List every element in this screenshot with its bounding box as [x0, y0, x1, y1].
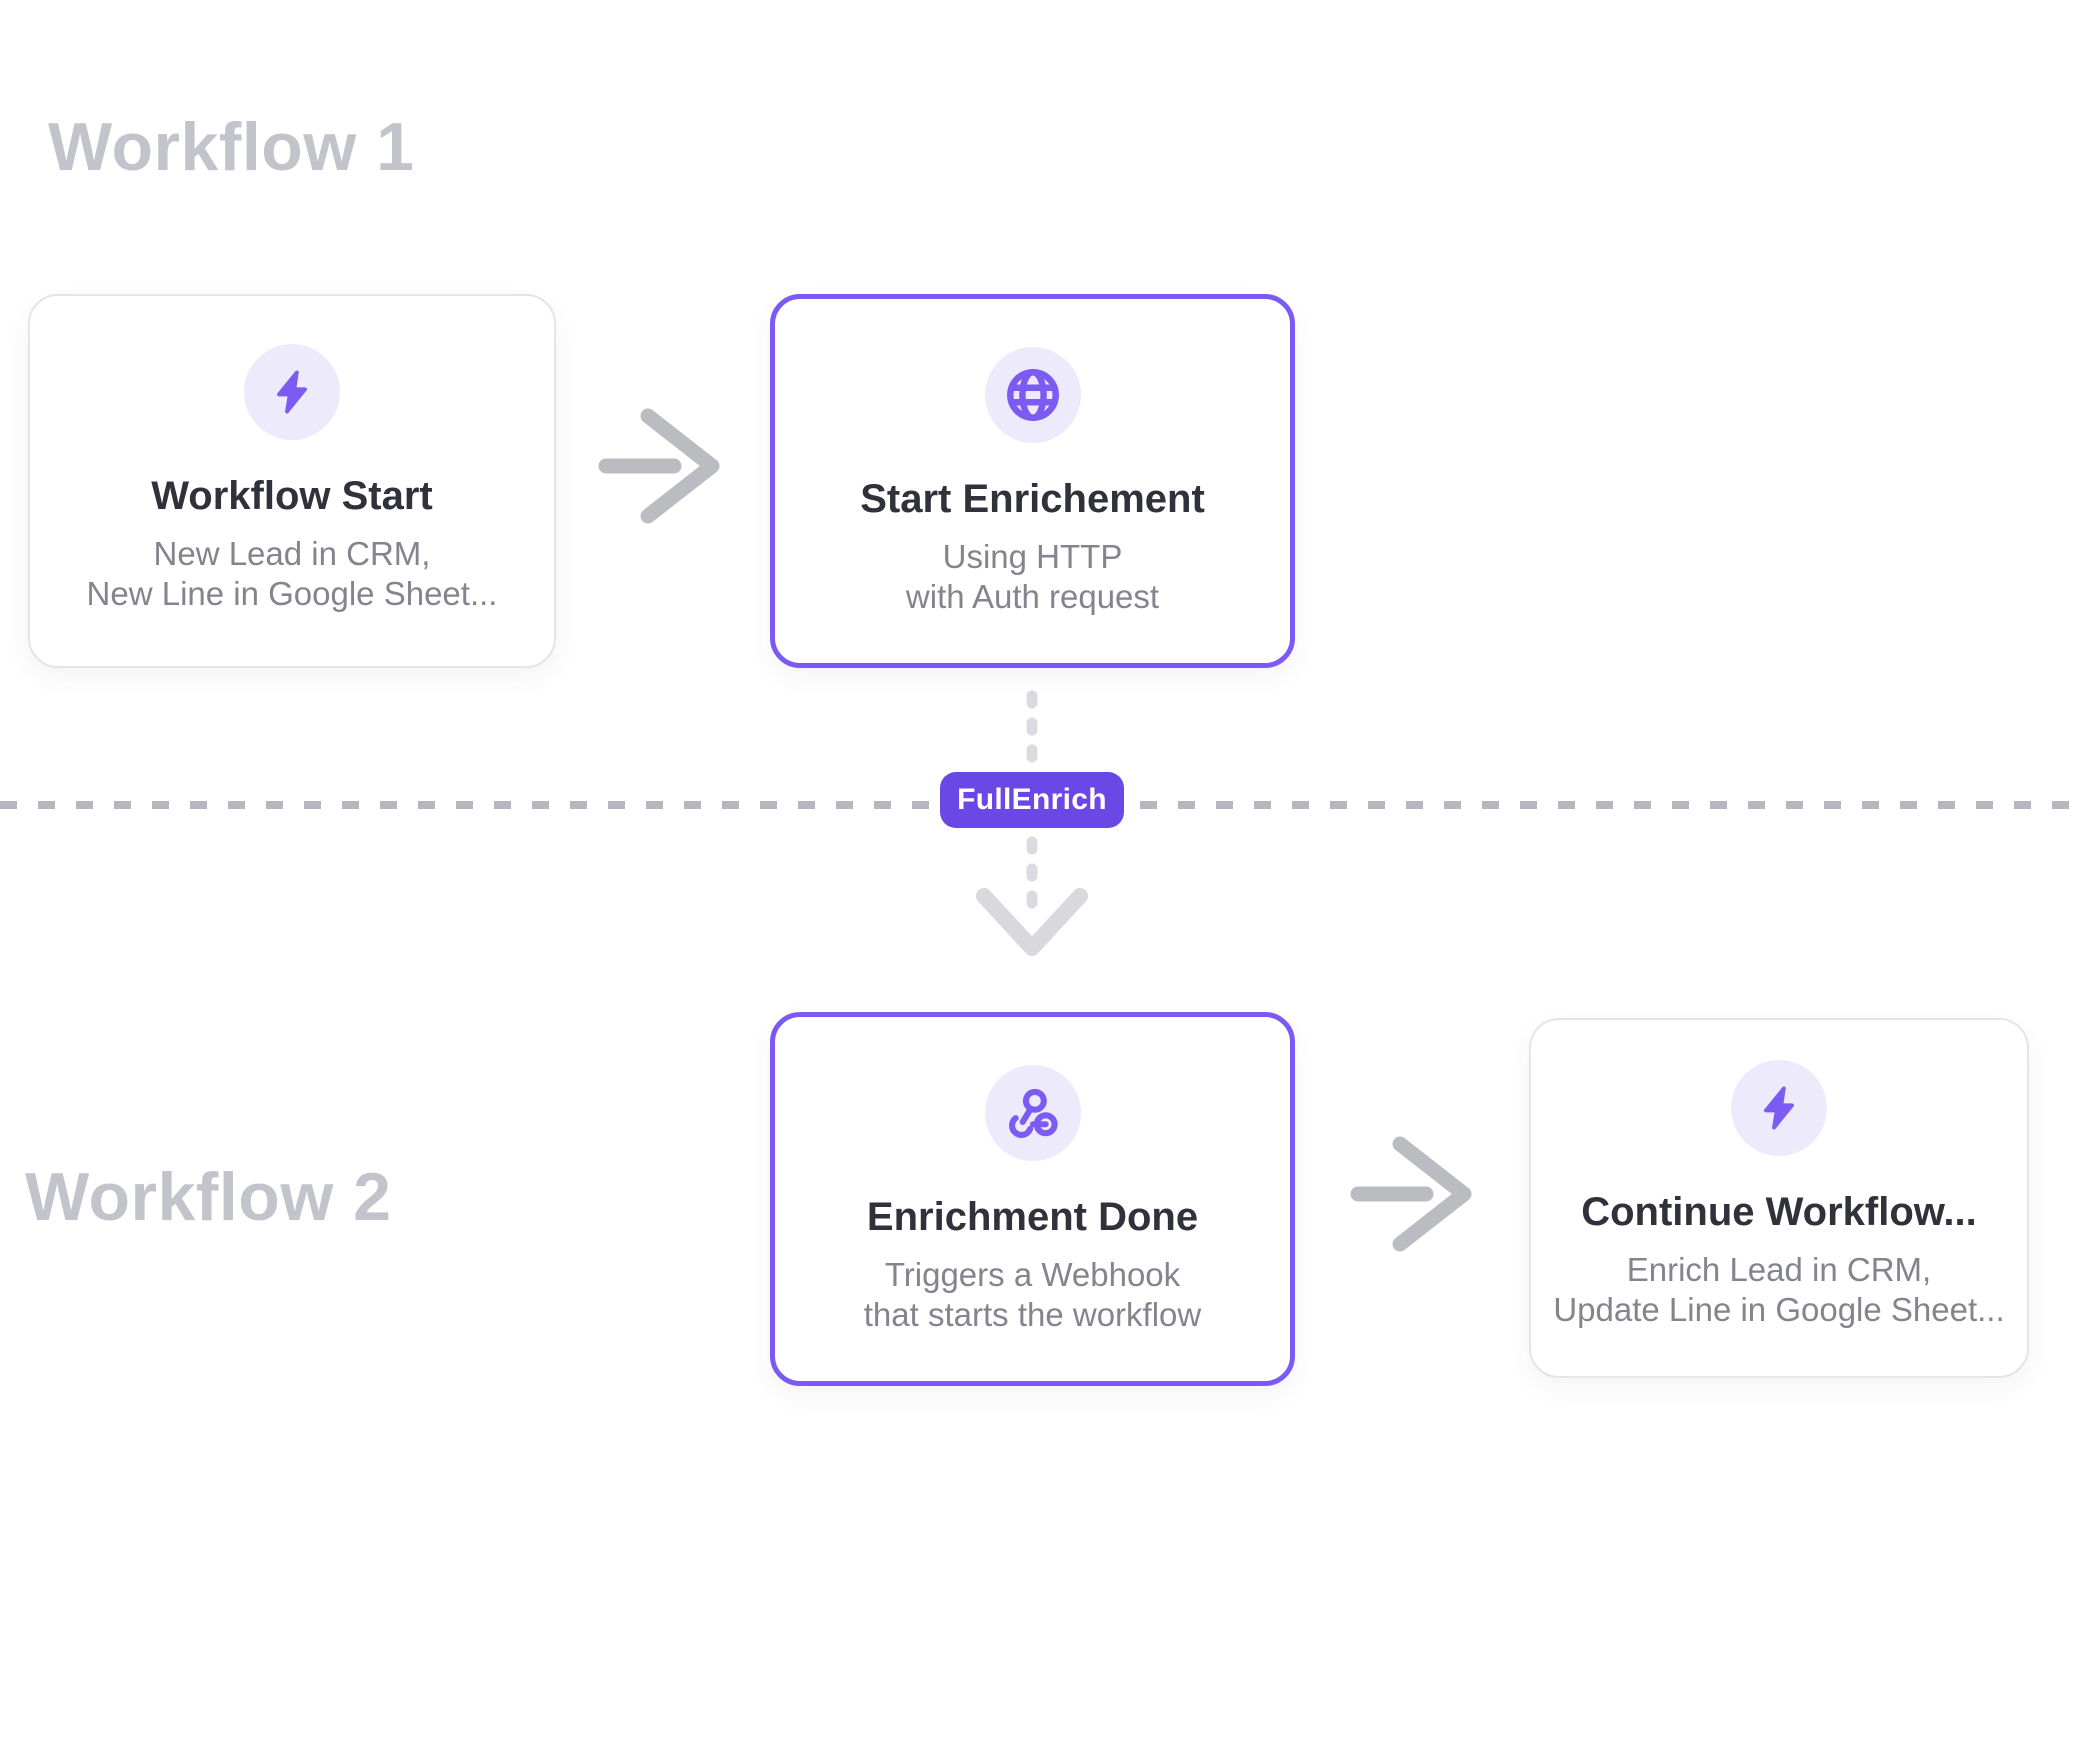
- workflow-1-label: Workflow 1: [48, 109, 415, 185]
- card-start-enrichement: Start Enrichement Using HTTP with Auth r…: [770, 294, 1295, 668]
- subtitle-line: that starts the workflow: [863, 1296, 1202, 1333]
- card-continue-workflow: Continue Workflow... Enrich Lead in CRM,…: [1529, 1018, 2029, 1378]
- card-subtitle: Using HTTP with Auth request: [906, 537, 1159, 617]
- arrow-down-icon: [976, 888, 1088, 956]
- globe-icon: [984, 347, 1081, 443]
- subtitle-line: New Lead in CRM,: [153, 535, 431, 572]
- arrow-right-icon: [1350, 1136, 1472, 1252]
- card-subtitle: Enrich Lead in CRM, Update Line in Googl…: [1553, 1250, 2004, 1330]
- card-subtitle: Triggers a Webhook that starts the workf…: [864, 1255, 1201, 1335]
- vertical-dashed-connector-bottom: [1026, 836, 1038, 914]
- subtitle-line: Update Line in Google Sheet...: [1553, 1291, 2005, 1328]
- subtitle-line: New Line in Google Sheet...: [86, 575, 498, 612]
- lightning-icon: [1731, 1060, 1827, 1156]
- card-title: Start Enrichement: [860, 477, 1205, 521]
- webhook-icon: [984, 1065, 1081, 1161]
- subtitle-line: Enrich Lead in CRM,: [1626, 1251, 1932, 1288]
- workflow-2-label: Workflow 2: [25, 1159, 392, 1235]
- subtitle-line: with Auth request: [905, 578, 1160, 615]
- workflow-divider-dashed-line: [0, 801, 2087, 809]
- card-title: Enrichment Done: [866, 1195, 1199, 1239]
- arrow-right-icon: [598, 408, 720, 524]
- card-subtitle: New Lead in CRM, New Line in Google Shee…: [87, 534, 498, 614]
- card-workflow-start: Workflow Start New Lead in CRM, New Line…: [28, 294, 556, 668]
- subtitle-line: Triggers a Webhook: [884, 1256, 1181, 1293]
- card-title: Workflow Start: [151, 474, 433, 518]
- subtitle-line: Using HTTP: [942, 538, 1123, 575]
- vertical-dashed-connector-top: [1026, 690, 1038, 778]
- lightning-icon: [244, 344, 340, 440]
- card-enrichment-done: Enrichment Done Triggers a Webhook that …: [770, 1012, 1295, 1386]
- fullenrich-badge: FullEnrich: [940, 772, 1124, 828]
- card-title: Continue Workflow...: [1581, 1190, 1977, 1234]
